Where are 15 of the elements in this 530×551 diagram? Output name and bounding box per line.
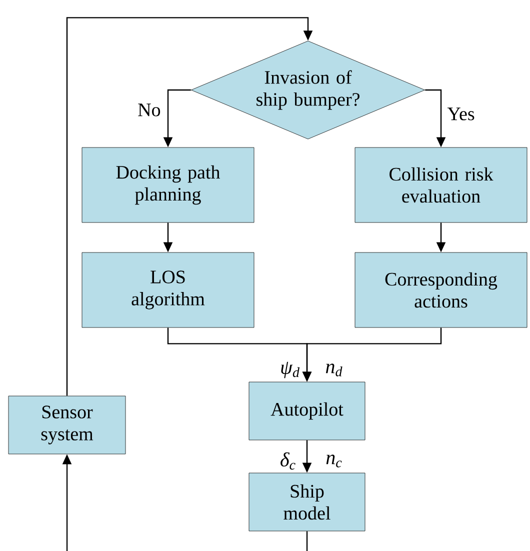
process-box: LOS algorithm xyxy=(82,252,254,328)
process-box: Sensor system xyxy=(8,396,126,454)
process-box: Corresponding actions xyxy=(354,252,528,328)
process-box: Docking path planning xyxy=(82,147,254,223)
process-box: Ship model xyxy=(248,472,366,532)
process-box: Collision risk evaluation xyxy=(354,147,528,223)
signal-label: ψ$_{d}$ xyxy=(281,362,300,378)
signal-label: n$_{d}$ xyxy=(326,364,342,376)
arrow xyxy=(66,17,313,396)
edge-label: Yes xyxy=(447,108,474,120)
signal-label: n$_{c}$ xyxy=(326,454,342,468)
edge-label: No xyxy=(138,104,160,116)
process-box: Autopilot xyxy=(248,382,366,440)
connector xyxy=(306,531,308,551)
signal-label: δ$_{c}$ xyxy=(280,452,296,470)
